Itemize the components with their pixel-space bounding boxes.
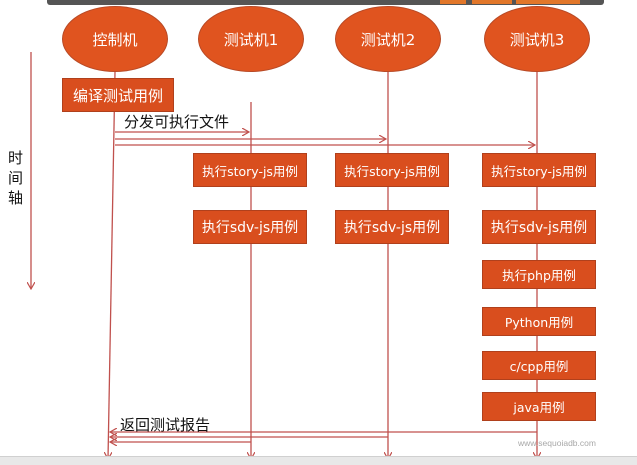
case-story-js-test3: 执行story-js用例 xyxy=(482,153,596,187)
case-php-test3: 执行php用例 xyxy=(482,260,596,289)
top-bar-segment xyxy=(516,0,580,4)
case-sdv-js-test3: 执行sdv-js用例 xyxy=(482,210,596,244)
bottom-bar xyxy=(0,456,637,465)
case-sdv-js-test2: 执行sdv-js用例 xyxy=(335,210,449,244)
watermark: www.sequoiadb.com xyxy=(518,438,596,448)
top-bar xyxy=(47,0,604,5)
case-python-test3: Python用例 xyxy=(482,307,596,336)
case-story-js-test1: 执行story-js用例 xyxy=(193,153,307,187)
case-sdv-js-test1: 执行sdv-js用例 xyxy=(193,210,307,244)
top-bar-segment xyxy=(440,0,466,4)
lifeline-controller xyxy=(108,71,116,459)
distribute-label: 分发可执行文件 xyxy=(124,113,230,131)
case-java-test3: java用例 xyxy=(482,392,596,421)
node-test3: 测试机3 xyxy=(484,6,590,72)
node-test2: 测试机2 xyxy=(335,6,441,72)
top-bar-segment xyxy=(472,0,512,4)
compile-box: 编译测试用例 xyxy=(62,78,174,112)
case-cpp-test3: c/cpp用例 xyxy=(482,351,596,380)
return-report-label: 返回测试报告 xyxy=(120,416,211,434)
case-story-js-test2: 执行story-js用例 xyxy=(335,153,449,187)
node-test1: 测试机1 xyxy=(198,6,304,72)
node-controller: 控制机 xyxy=(62,6,168,72)
time-axis-label: 时间轴 xyxy=(8,149,24,207)
